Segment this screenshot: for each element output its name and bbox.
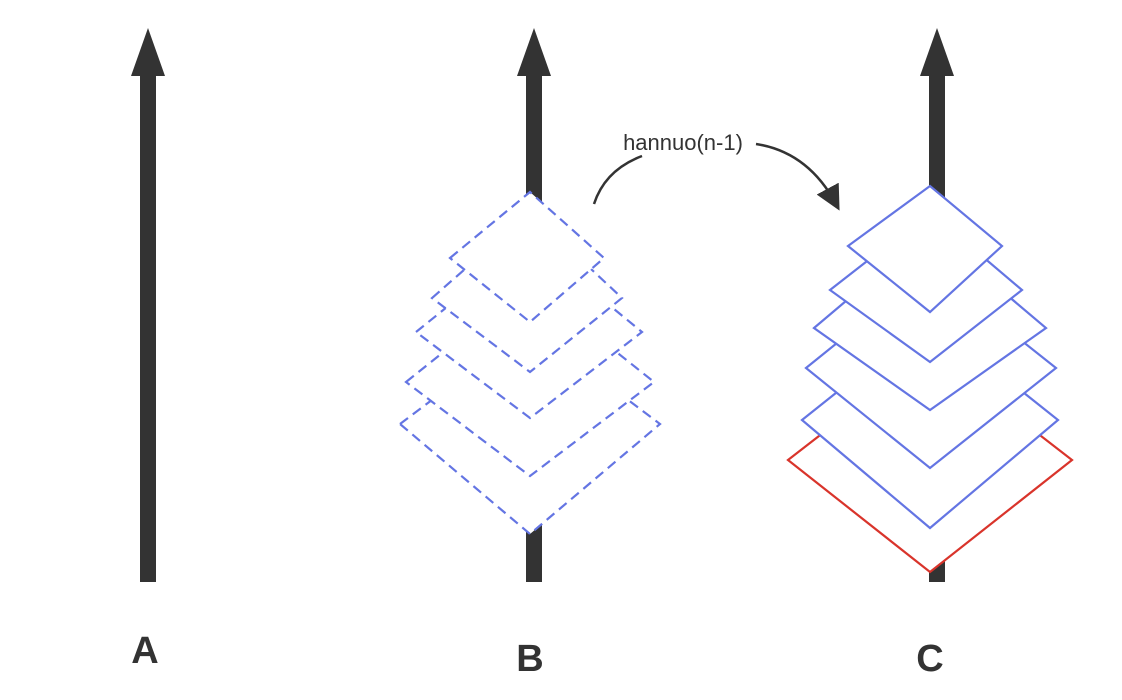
- peg-c-arrowhead: [920, 28, 954, 76]
- move-label: hannuo(n-1): [623, 130, 743, 155]
- peg-a: [131, 28, 165, 582]
- peg-label-c: C: [916, 638, 943, 680]
- peg-c-disk-stack: [786, 184, 1074, 574]
- peg-label-a: A: [131, 630, 158, 672]
- move-arrow-left-curve: [592, 154, 643, 205]
- peg-a-arrowhead: [131, 28, 165, 76]
- peg-b-arrowhead: [517, 28, 551, 76]
- disk-c-1: [846, 184, 1004, 314]
- peg-b-disk-stack: [398, 190, 662, 536]
- disk-b-1: [448, 190, 606, 324]
- move-arrow: [592, 142, 840, 211]
- peg-label-b: B: [516, 638, 543, 680]
- move-arrow-right-curve: [755, 142, 840, 211]
- peg-a-shaft: [140, 70, 156, 582]
